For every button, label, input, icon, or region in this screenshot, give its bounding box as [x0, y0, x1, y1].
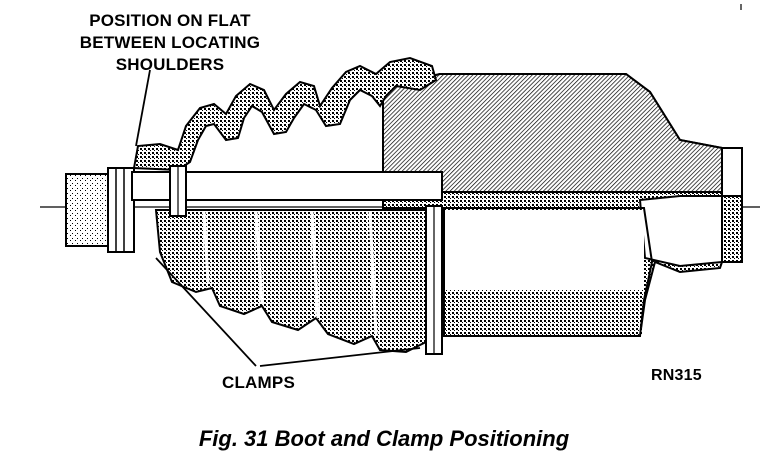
leader-position [135, 69, 151, 147]
leader-clamp-small [155, 257, 257, 367]
callout-position-line2: BETWEEN LOCATING [79, 33, 261, 52]
shaft-collar [107, 167, 135, 253]
housing-section [382, 73, 723, 193]
housing-stub [721, 147, 743, 197]
housing-lower-light [444, 210, 644, 290]
housing-neck [638, 195, 723, 268]
housing-lower-dots [444, 290, 642, 336]
figure-caption: Fig. 31 Boot and Clamp Positioning [198, 426, 570, 451]
leader-clamp-large [259, 347, 421, 367]
reference-id: RN315 [651, 367, 702, 384]
boot-upper [132, 56, 438, 172]
housing-lower-outline [443, 207, 654, 337]
callout-position-line3: SHOULDERS [115, 55, 225, 74]
boot-lower [154, 209, 431, 354]
callout-clamps: CLAMPS [222, 373, 295, 392]
callout-position-line1: POSITION ON FLAT [89, 11, 251, 30]
shaft-end [65, 173, 111, 247]
callout-position-on-flat: POSITION ON FLAT BETWEEN LOCATING SHOULD… [55, 10, 285, 76]
